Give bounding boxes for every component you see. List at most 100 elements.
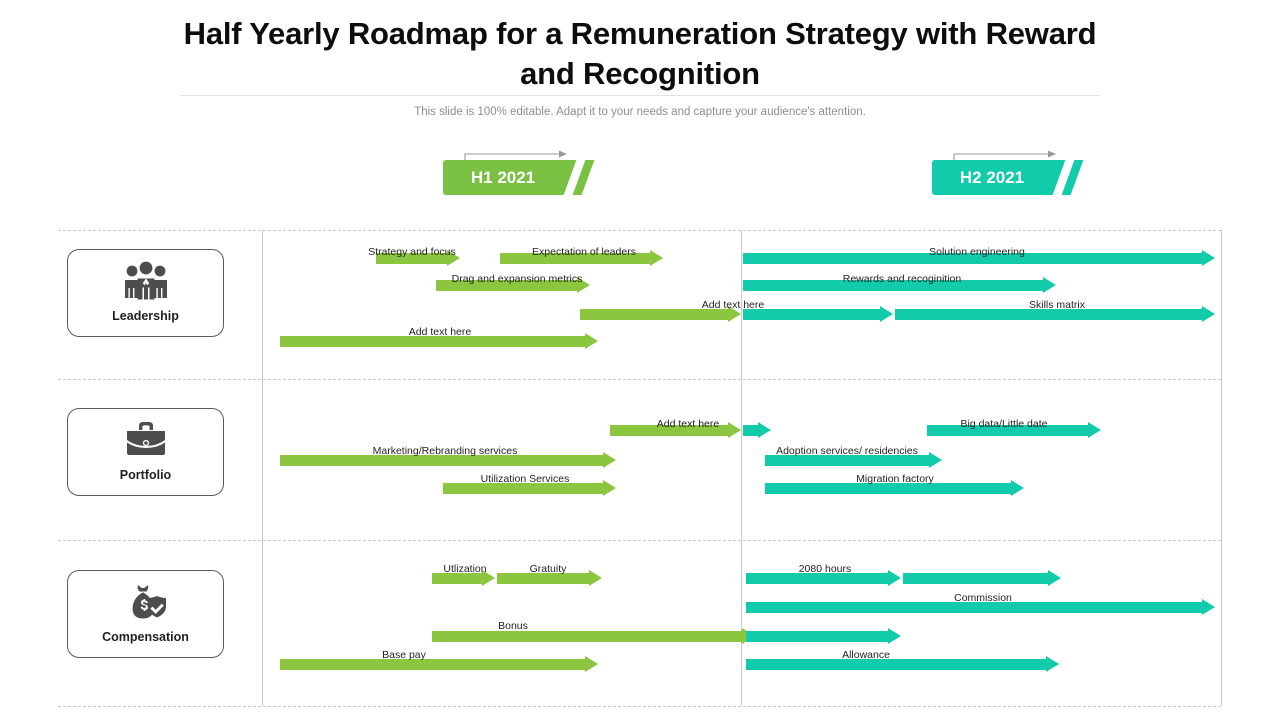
timeline-bar-body [743, 309, 880, 320]
timeline-bar-arrowhead-icon [447, 250, 460, 266]
grid-hline-top [58, 230, 1221, 231]
phase-banner-h2[interactable]: H2 2021 [932, 148, 1084, 208]
header-divider [180, 95, 1100, 96]
timeline-bar-body [903, 573, 1048, 584]
timeline-bar[interactable] [765, 480, 1024, 496]
timeline-bar[interactable] [497, 570, 602, 586]
row-card-leadership[interactable]: Leadership [67, 249, 224, 337]
timeline-bar[interactable] [743, 306, 893, 322]
grid-vline-left [262, 230, 263, 706]
timeline-bar-label: Gratuity [529, 563, 567, 575]
timeline-bar-label: Commission [954, 592, 1012, 604]
timeline-bar-label: Utlization [443, 563, 487, 575]
timeline-bar-body [610, 425, 728, 436]
timeline-bar-label: Allowance [842, 649, 890, 661]
timeline-bar-body [746, 631, 888, 642]
timeline-bar-arrowhead-icon [603, 480, 616, 496]
timeline-bar-label: Big data/Little date [960, 418, 1048, 430]
phase-label-h1: H1 2021 [470, 168, 536, 187]
timeline-bar-body [436, 280, 577, 291]
timeline-bar-arrowhead-icon [1088, 422, 1101, 438]
row-label-leadership: Leadership [112, 309, 179, 323]
timeline-bar-body [432, 631, 742, 642]
timeline-bar[interactable] [746, 628, 901, 644]
slide-subtitle: This slide is 100% editable. Adapt it to… [414, 106, 866, 118]
timeline-bar-label: Add text here [408, 326, 472, 338]
timeline-bar-body [580, 309, 728, 320]
timeline-bar[interactable] [280, 333, 598, 349]
timeline-bar-body [743, 425, 758, 436]
phase-banner-h1[interactable]: H1 2021 [443, 148, 595, 208]
timeline-bar-arrowhead-icon [1011, 480, 1024, 496]
timeline-bar[interactable] [903, 570, 1061, 586]
timeline-bar-body [746, 573, 888, 584]
phase-tag-shape-h2 [932, 160, 1052, 195]
timeline-bar[interactable] [746, 599, 1215, 615]
timeline-bar-arrowhead-icon [1048, 570, 1061, 586]
timeline-bar-label: Bonus [498, 620, 528, 632]
timeline-bar-label: Base pay [382, 649, 426, 661]
page-title: Half Yearly Roadmap for a Remuneration S… [183, 16, 1097, 91]
phase-label-h2: H2 2021 [959, 168, 1025, 187]
grid-vline-right [1221, 230, 1222, 706]
timeline-bar-label: Add text here [701, 299, 765, 311]
briefcase-icon [68, 420, 223, 462]
row-card-compensation[interactable]: Compensation [67, 570, 224, 658]
timeline-bar-arrowhead-icon [585, 333, 598, 349]
timeline-bar-label: Adoption services/ residencies [776, 445, 918, 457]
timeline-bar[interactable] [376, 250, 460, 266]
timeline-bar[interactable] [765, 452, 942, 468]
timeline-bar-arrowhead-icon [603, 452, 616, 468]
timeline-bar-label: Skills matrix [1028, 299, 1085, 311]
timeline-bar-label: Utilization Services [480, 473, 570, 485]
timeline-bar-body [497, 573, 589, 584]
timeline-bar[interactable] [746, 656, 1059, 672]
timeline-bar[interactable] [927, 422, 1101, 438]
grid-hline-bottom [58, 706, 1221, 707]
timeline-bar-body [280, 659, 585, 670]
timeline-bar-label: Rewards and recoginition [842, 273, 962, 285]
timeline-bar-label: Drag and expansion metrics [451, 273, 583, 285]
phase-tag-shape-h1 [443, 160, 563, 195]
timeline-bar-arrowhead-icon [1202, 306, 1215, 322]
timeline-bar-body [927, 425, 1088, 436]
timeline-bar-body [280, 455, 603, 466]
timeline-bar-arrowhead-icon [888, 570, 901, 586]
timeline-bar[interactable] [280, 452, 616, 468]
timeline-bar[interactable] [443, 480, 616, 496]
timeline-bar-body [895, 309, 1202, 320]
timeline-bar[interactable] [280, 656, 598, 672]
row-card-portfolio[interactable]: Portfolio [67, 408, 224, 496]
timeline-bar[interactable] [743, 422, 771, 438]
grid-hline-2 [58, 540, 1221, 541]
timeline-bar-label: Strategy and focus [368, 246, 456, 258]
timeline-bar[interactable] [500, 250, 663, 266]
timeline-bar-arrowhead-icon [1046, 656, 1059, 672]
timeline-bar-arrowhead-icon [888, 628, 901, 644]
timeline-bar-arrowhead-icon [589, 570, 602, 586]
money-bag-shield-icon [68, 582, 223, 624]
timeline-bar[interactable] [432, 628, 755, 644]
timeline-bar[interactable] [743, 277, 1056, 293]
timeline-bar-arrowhead-icon [1202, 250, 1215, 266]
timeline-bar[interactable] [436, 277, 590, 293]
timeline-bar-label: Add text here [656, 418, 720, 430]
timeline-bar-label: Marketing/Rebranding services [372, 445, 518, 457]
timeline-bar-arrowhead-icon [929, 452, 942, 468]
timeline-bar-arrowhead-icon [728, 306, 741, 322]
timeline-bar-body [765, 483, 1011, 494]
timeline-bar[interactable] [610, 422, 741, 438]
grid-hline-1 [58, 379, 1221, 380]
timeline-bar-arrowhead-icon [650, 250, 663, 266]
people-group-icon [68, 261, 223, 303]
timeline-bar[interactable] [580, 306, 741, 322]
timeline-bar-arrowhead-icon [758, 422, 771, 438]
timeline-bar[interactable] [432, 570, 495, 586]
timeline-bar-body [746, 659, 1046, 670]
timeline-bar-body [743, 280, 1043, 291]
timeline-bar[interactable] [895, 306, 1215, 322]
timeline-bar[interactable] [746, 570, 901, 586]
timeline-bar-arrowhead-icon [1043, 277, 1056, 293]
timeline-bar[interactable] [743, 250, 1215, 266]
